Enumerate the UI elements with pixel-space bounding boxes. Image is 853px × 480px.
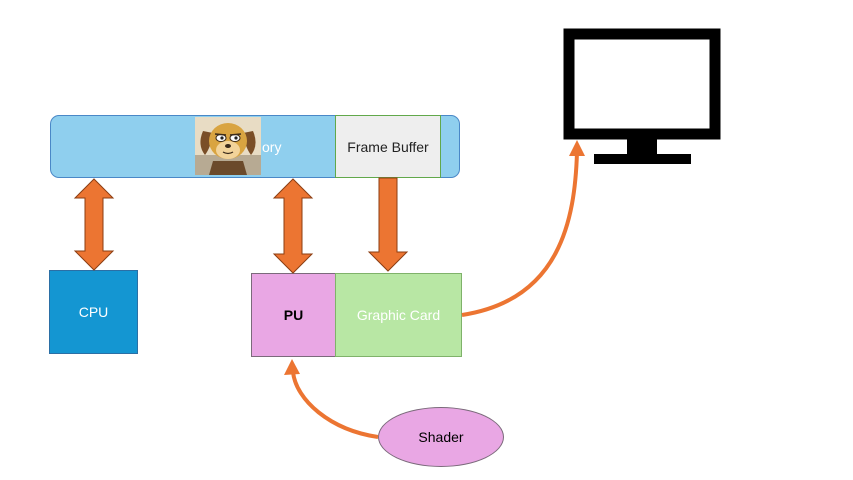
framebuffer-card-arrow	[367, 177, 409, 272]
shader-label: Shader	[418, 429, 464, 445]
shader-gpu-arrowhead	[284, 359, 300, 375]
card-monitor-arrow	[461, 151, 579, 317]
monitor-icon	[563, 28, 721, 164]
gpu-label: PU	[283, 307, 304, 323]
cpu-memory-arrow	[73, 178, 115, 271]
gpu-block: PU	[251, 273, 336, 357]
cpu-label: CPU	[78, 304, 109, 320]
frame-buffer-label: Frame Buffer	[347, 138, 429, 155]
graphic-card-label: Graphic Card	[356, 307, 441, 323]
graphic-card-block: Graphic Card	[335, 273, 462, 357]
memory-label: ory	[262, 139, 282, 155]
gpu-memory-arrow	[272, 178, 314, 274]
shader-ellipse: Shader	[378, 407, 504, 467]
frame-buffer-block: Frame Buffer	[335, 115, 441, 178]
shader-gpu-arrow	[291, 371, 379, 439]
card-monitor-arrowhead	[569, 140, 585, 156]
cpu-block: CPU	[49, 270, 138, 354]
cartoon-dog-icon	[195, 117, 261, 175]
